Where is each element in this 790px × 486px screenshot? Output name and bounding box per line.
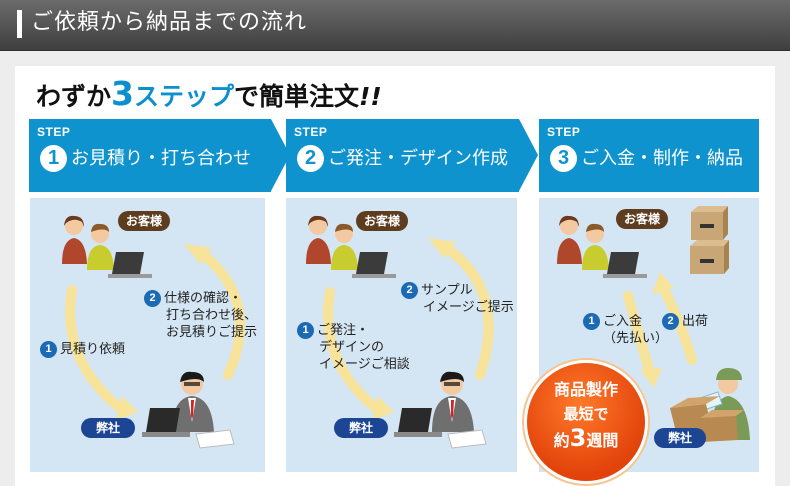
step-number: 1 <box>40 145 67 172</box>
step-arrow-tip <box>519 119 538 191</box>
headline: わずか3ステップで簡単注文!! <box>36 74 382 114</box>
step-label: STEP <box>294 125 328 139</box>
flow-number: 1 <box>40 341 57 358</box>
badge-line-1: 商品製作 <box>553 380 618 399</box>
flow-text: 見積り依頼 <box>60 342 126 357</box>
headline-exclaim: !! <box>359 82 382 111</box>
shipping-boxes <box>670 396 744 442</box>
flow-number: 2 <box>401 282 418 299</box>
flow-number: 2 <box>662 313 679 330</box>
company-tag: 弊社 <box>81 418 135 438</box>
customer-tag: お客様 <box>616 209 668 229</box>
section-header: ご依頼から納品までの流れ <box>0 0 790 51</box>
flow-text: ご入金 <box>603 314 643 329</box>
box-icon <box>690 206 729 274</box>
step-title: ご発注・デザイン作成 <box>328 148 508 169</box>
step-arrow-tip <box>271 119 290 191</box>
flow-arrow-down <box>623 291 655 377</box>
flow-text: イメージご提示 <box>423 300 514 315</box>
headline-number: 3 <box>111 74 134 113</box>
flow-text: デザインの <box>319 340 385 355</box>
flow-text: ご発注・ <box>317 323 370 338</box>
flow-text: お見積りご提示 <box>166 325 258 340</box>
flow-arrow-down <box>65 285 127 415</box>
step-header-2: STEP 2 ご発注・デザイン作成 <box>286 119 538 192</box>
step-header-3: STEP 3 ご入金・制作・納品 <box>539 119 759 192</box>
flow-text: 出荷 <box>682 314 709 329</box>
badge-line-2: 最短で <box>563 405 609 423</box>
headline-post: で簡単注文 <box>234 82 360 111</box>
header-accent-bar <box>17 10 22 38</box>
badge-suffix: 週間 <box>586 431 619 450</box>
flow-number: 1 <box>583 313 600 330</box>
section-title: ご依頼から納品までの流れ <box>31 10 308 35</box>
customer-tag: お客様 <box>118 211 170 231</box>
flow-number: 1 <box>297 322 314 339</box>
badge-prefix: 約 <box>553 431 570 450</box>
staff-illustration <box>172 371 214 432</box>
company-tag: 弊社 <box>334 418 388 438</box>
step-number: 3 <box>550 145 577 172</box>
staff-illustration <box>432 371 474 432</box>
step-title: お見積り・打ち合わせ <box>71 148 251 169</box>
headline-highlight: ステップ <box>133 82 234 111</box>
company-tag: 弊社 <box>654 428 706 448</box>
step-title: ご入金・制作・納品 <box>581 148 743 169</box>
flow-arrow-down <box>323 287 383 415</box>
customer-tag: お客様 <box>356 211 408 231</box>
flow-arrow-up <box>439 241 494 380</box>
step-label: STEP <box>547 125 581 139</box>
badge-line-3: 約3週間 <box>527 425 645 454</box>
flow-text: 仕様の確認・ <box>164 291 243 306</box>
headline-pre: わずか <box>36 82 112 111</box>
flow-number: 2 <box>144 290 161 307</box>
flow-text: サンプル <box>421 283 473 298</box>
flow-text: （先払い） <box>603 331 669 346</box>
flow-text: イメージご相談 <box>319 357 410 372</box>
lead-time-badge: 商品製作 最短で 約3週間 <box>527 363 645 481</box>
flow-arrow-up <box>659 285 697 365</box>
flow-text: 打ち合わせ後、 <box>166 308 258 323</box>
step-label: STEP <box>37 125 71 139</box>
flow-arrow-up <box>195 247 245 380</box>
step-number: 2 <box>297 145 324 172</box>
badge-number: 3 <box>569 424 587 452</box>
step-header-1: STEP 1 お見積り・打ち合わせ <box>29 119 290 192</box>
